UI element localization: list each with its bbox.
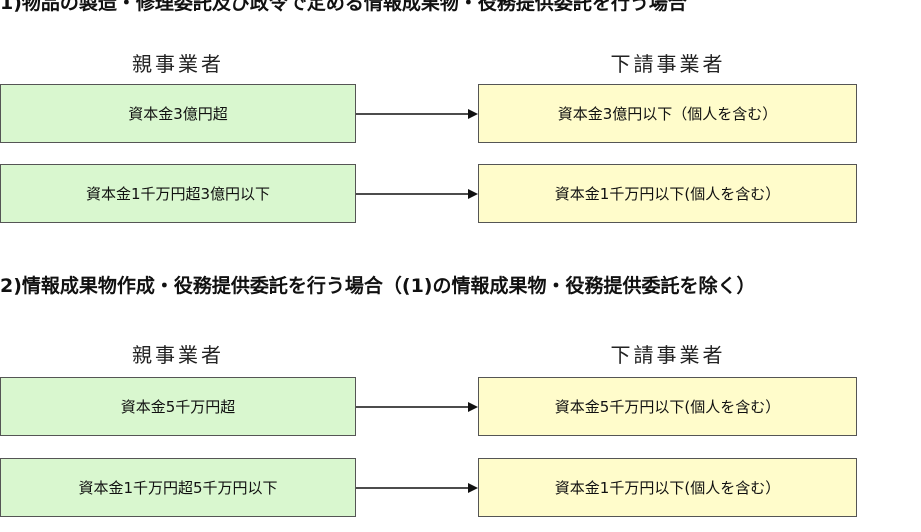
section2-row2-child-box: 資本金1千万円以下(個人を含む） bbox=[478, 458, 857, 517]
section1-row2-child-box: 資本金1千万円以下(個人を含む） bbox=[478, 164, 857, 223]
section2-heading: 2)情報成果物作成・役務提供委託を行う場合（(1)の情報成果物・役務提供委託を除… bbox=[0, 275, 756, 297]
section2-parent-header: 親事業者 bbox=[132, 343, 224, 367]
section2-row2-parent-box: 資本金1千万円超5千万円以下 bbox=[0, 458, 356, 517]
section1-row2-arrow bbox=[356, 189, 478, 199]
section2-row1-arrow bbox=[356, 402, 478, 412]
section2-row1-child-box: 資本金5千万円以下(個人を含む） bbox=[478, 377, 857, 436]
section1-row1-arrow bbox=[356, 109, 478, 119]
section2-child-header: 下請事業者 bbox=[610, 343, 726, 367]
section1-parent-header: 親事業者 bbox=[132, 52, 224, 76]
section1-heading: 1)物品の製造・修理委託及び政令で定める情報成果物・役務提供委託を行う場合 bbox=[0, 0, 687, 14]
section1-row2-parent-box: 資本金1千万円超3億円以下 bbox=[0, 164, 356, 223]
section1-child-header: 下請事業者 bbox=[610, 52, 726, 76]
section1-row1-parent-box: 資本金3億円超 bbox=[0, 84, 356, 143]
section1-row1-child-box: 資本金3億円以下（個人を含む） bbox=[478, 84, 857, 143]
section2-row2-arrow bbox=[356, 483, 478, 493]
section2-row1-parent-box: 資本金5千万円超 bbox=[0, 377, 356, 436]
